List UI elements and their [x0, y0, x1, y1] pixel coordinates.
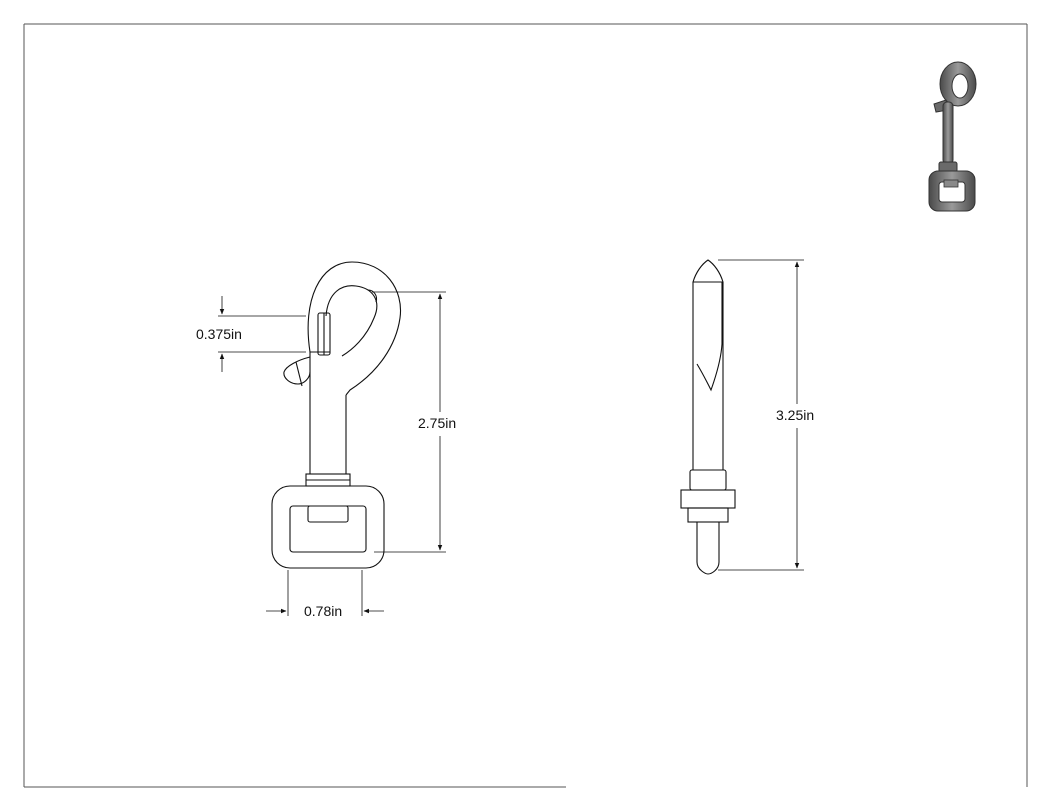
front-view — [271, 261, 402, 569]
front-view-dimensions — [218, 291, 446, 616]
gate-opening-dimension-label: 0.375in — [196, 326, 242, 342]
front-height-dimension-label: 2.75in — [418, 415, 456, 431]
side-view — [680, 259, 736, 575]
isometric-thumbnail — [928, 61, 977, 212]
square-eye-inner — [289, 505, 367, 553]
side-view-dimensions — [718, 259, 804, 571]
side-hook-inner — [696, 282, 723, 392]
sheet-border — [23, 23, 1028, 788]
square-eye-outer — [271, 485, 385, 569]
side-eye-profile — [696, 522, 720, 575]
swivel-width-dimension-label: 0.78in — [304, 603, 342, 619]
thumb-trigger — [283, 356, 311, 385]
hook-eye-inner — [325, 285, 378, 357]
side-height-dimension-label: 3.25in — [776, 407, 814, 423]
hook-eye-outer — [307, 261, 402, 396]
